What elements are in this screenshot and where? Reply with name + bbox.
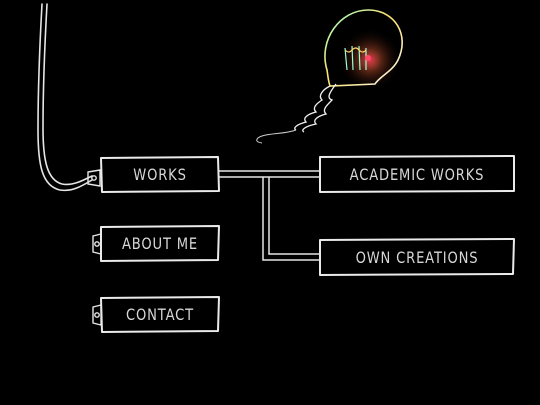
academic-works-button[interactable]: ACADEMIC WORKS (349, 164, 485, 184)
contact-plug-icon (92, 304, 102, 326)
connector-wires (219, 170, 320, 261)
about-frame (100, 225, 220, 262)
about-me-button[interactable]: ABOUT ME (121, 234, 199, 253)
works-frame (100, 156, 220, 193)
own-frame (319, 238, 515, 276)
lightbulb-icon (256, 9, 403, 144)
works-plug-icon (87, 169, 101, 187)
works-button[interactable]: WORKS (133, 165, 187, 184)
main-cable (37, 3, 93, 192)
own-creations-button[interactable]: OWN CREATIONS (355, 247, 479, 267)
contact-frame (100, 296, 220, 333)
contact-button[interactable]: CONTACT (126, 305, 194, 324)
academic-frame (319, 155, 515, 193)
about-plug-icon (92, 233, 102, 255)
